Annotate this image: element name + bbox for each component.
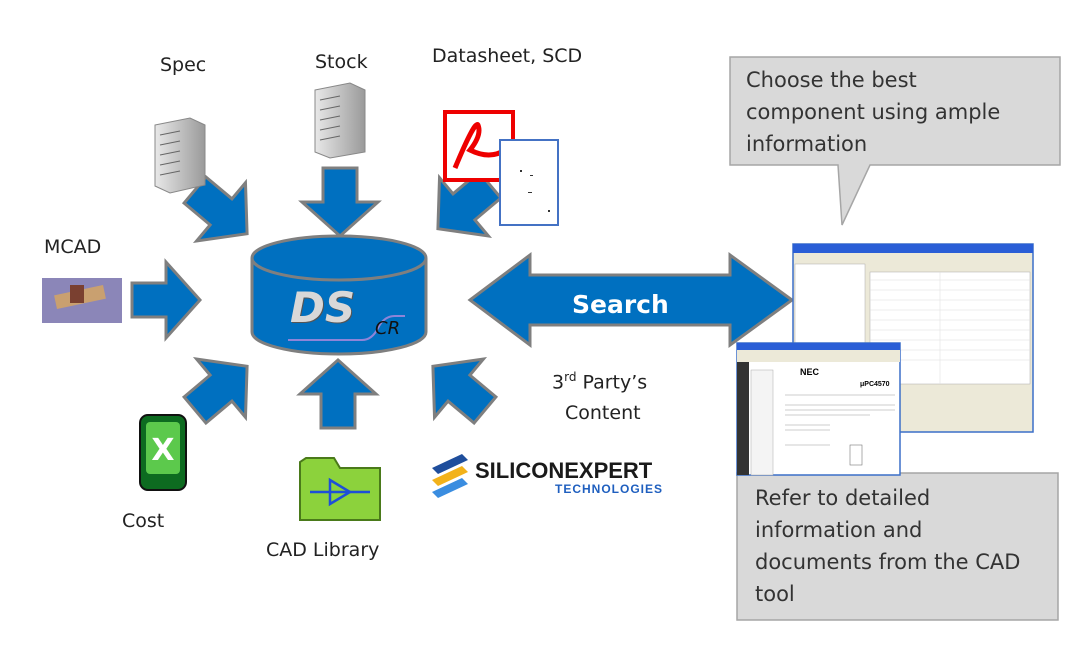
- label-mcad: MCAD: [44, 236, 102, 258]
- callout-line: tool: [755, 582, 795, 606]
- label-spec: Spec: [160, 54, 207, 76]
- datasheet-viewer-screenshot: NEC μPC4570: [736, 342, 901, 476]
- callout-line: Choose the best: [746, 68, 917, 92]
- arrow-from-mcad: [130, 260, 202, 340]
- third-party-rest: Party’s: [576, 371, 648, 394]
- siliconexpert-logo: SILICONEXPERT TECHNOLOGIES: [432, 454, 663, 498]
- label-third-party: 3rd Party’s: [552, 370, 647, 393]
- search-label: Search: [572, 290, 669, 319]
- cad-library-folder-icon: [299, 457, 381, 521]
- label-cost: Cost: [122, 510, 165, 532]
- stock-server-icon: [314, 82, 366, 159]
- third-party-number: 3: [552, 371, 565, 394]
- svg-text:NEC: NEC: [800, 367, 820, 377]
- callout-line: component using ample: [746, 100, 1001, 124]
- label-cad-library: CAD Library: [266, 539, 380, 561]
- arrow-from-third-party: [406, 335, 511, 441]
- callout-bottom-text: Refer to detailed information and docume…: [755, 482, 1020, 610]
- spec-server-icon: [154, 117, 206, 194]
- callout-top-text: Choose the best component using ample in…: [746, 64, 1000, 160]
- third-party-sup: rd: [564, 370, 577, 384]
- svg-text:X: X: [151, 433, 174, 468]
- ds-logo: DS: [290, 283, 356, 332]
- scd-document-icon: [499, 139, 559, 226]
- cr-logo: CR: [375, 318, 401, 339]
- label-content: Content: [565, 402, 641, 424]
- search-double-arrow: [467, 252, 795, 348]
- svg-text:μPC4570: μPC4570: [860, 381, 890, 388]
- label-stock: Stock: [315, 51, 368, 73]
- database-cylinder: [250, 234, 428, 356]
- svg-text:SILICONEXPERT: SILICONEXPERT: [475, 458, 653, 483]
- arrow-from-stock: [300, 166, 380, 238]
- mcad-model-image: [42, 278, 122, 323]
- callout-line: documents from the CAD: [755, 550, 1021, 574]
- callout-line: Refer to detailed: [755, 486, 931, 510]
- callout-line: information and: [755, 518, 923, 542]
- callout-top: [729, 56, 1061, 226]
- arrow-from-cad-library: [298, 358, 378, 430]
- svg-text:TECHNOLOGIES: TECHNOLOGIES: [555, 482, 663, 496]
- callout-line: information: [746, 132, 868, 156]
- label-datasheet-scd: Datasheet, SCD: [432, 45, 583, 67]
- excel-icon: X: [139, 414, 187, 491]
